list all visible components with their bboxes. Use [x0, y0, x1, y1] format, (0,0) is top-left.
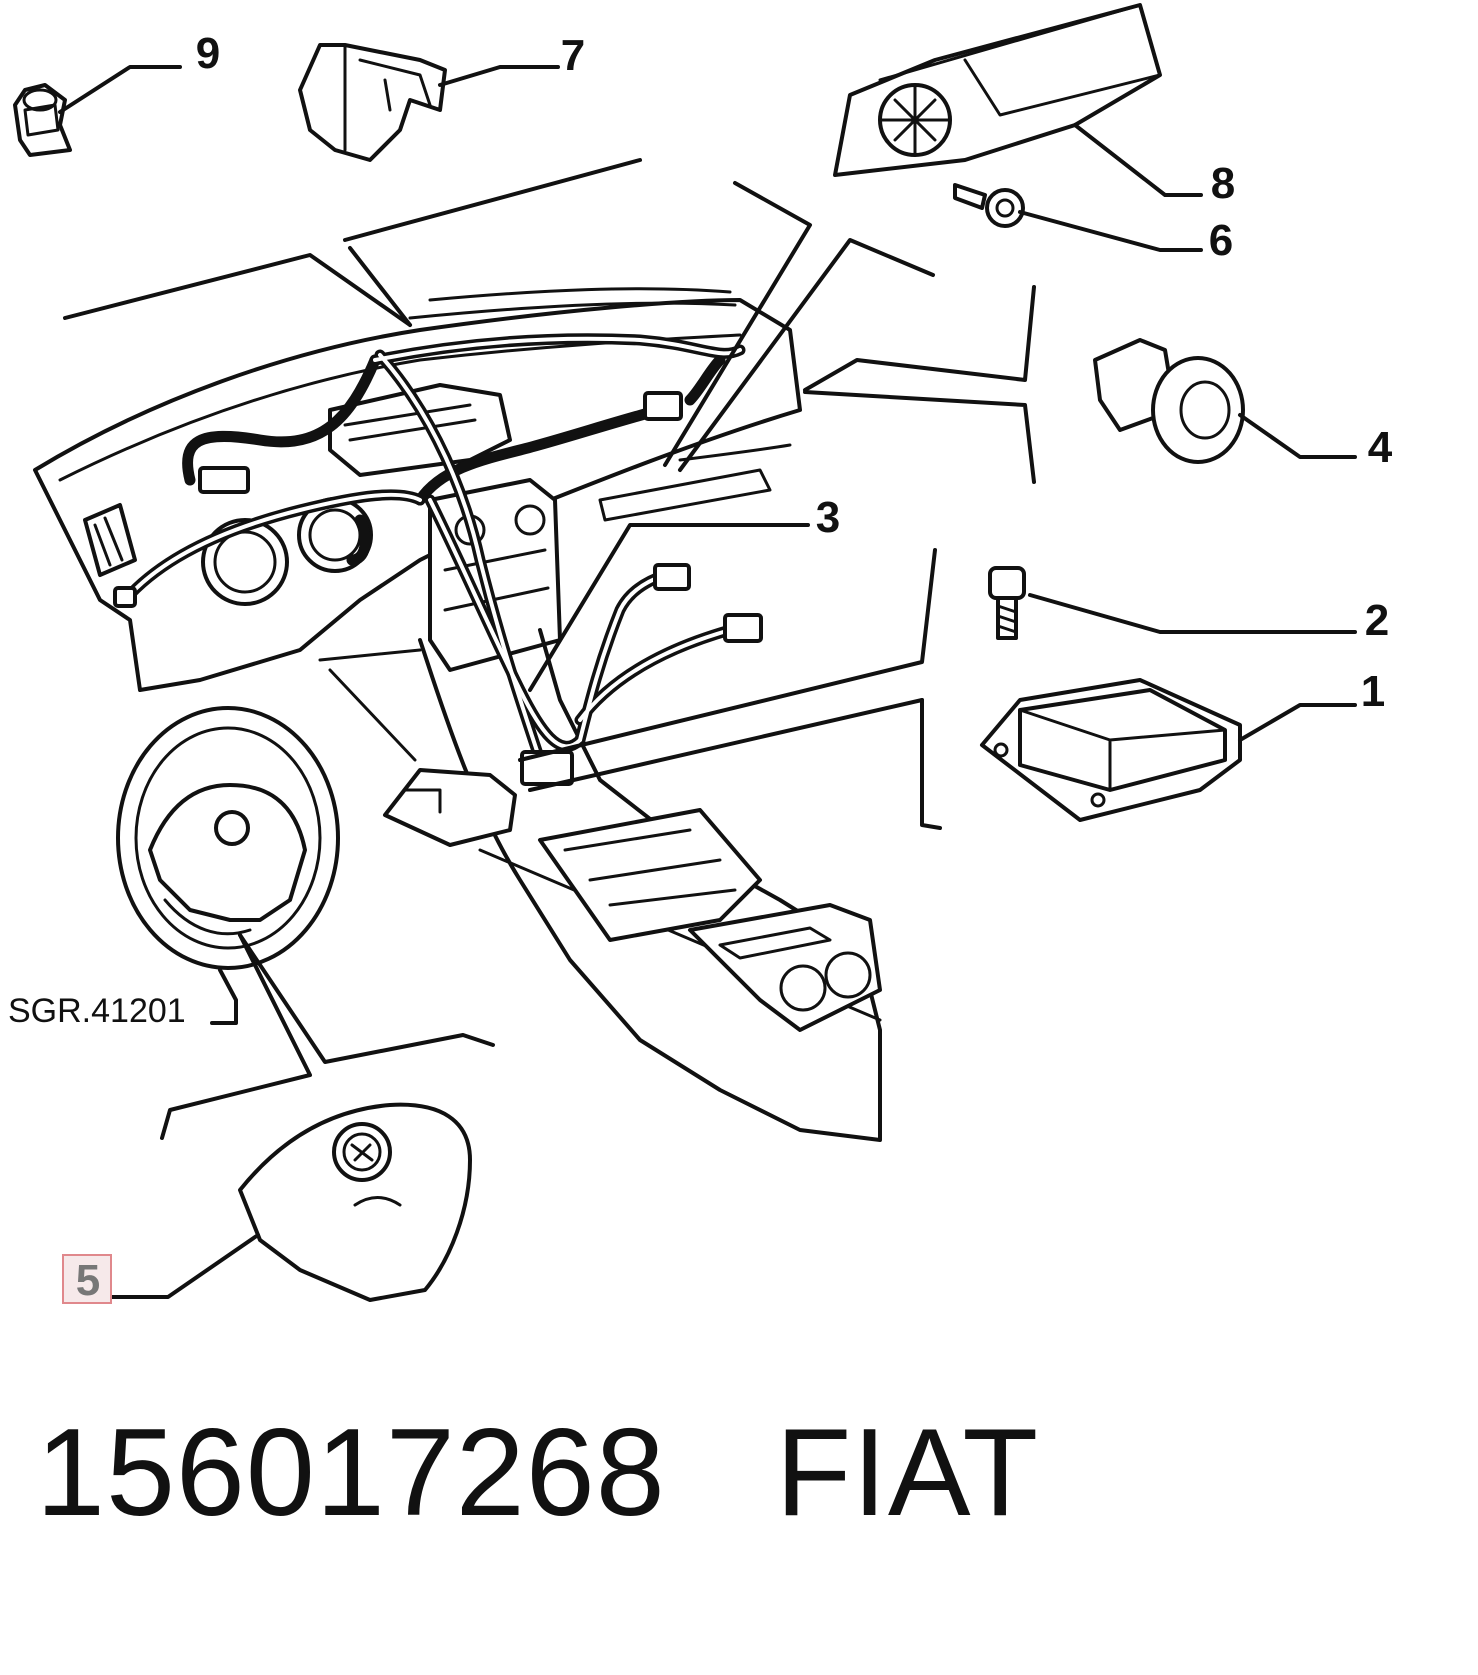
callout-5-highlight [62, 1254, 112, 1304]
callout-3: 3 [816, 493, 840, 542]
section-lines [63, 158, 1036, 1140]
callout-9: 9 [196, 29, 220, 78]
part-7-clamp-drawing [298, 43, 447, 162]
steering-wheel-drawing [116, 706, 340, 970]
leader-lines [58, 65, 1357, 1299]
callout-4: 4 [1368, 423, 1393, 472]
callout-2: 2 [1365, 596, 1389, 645]
part-2-bolt-drawing [988, 566, 1026, 640]
part-1-control-unit-drawing [980, 678, 1242, 822]
callout-6: 6 [1209, 216, 1233, 265]
steering-wheel-reference-label: SGR.41201 [8, 992, 186, 1030]
tunnel-module-drawing [383, 768, 517, 847]
callout-5: 5 [76, 1256, 100, 1305]
part-8-passenger-airbag-drawing [833, 3, 1162, 177]
callout-8: 8 [1211, 159, 1235, 208]
part-4-grommet-drawing [1093, 338, 1245, 464]
part-9-clip-drawing [13, 83, 72, 157]
callout-1: 1 [1361, 667, 1385, 716]
footer-caption: 156017268 FIAT [36, 1402, 1039, 1544]
brand-name: FIAT [775, 1404, 1040, 1542]
wiring-harness [113, 333, 763, 786]
callout-7: 7 [561, 31, 585, 80]
dashboard-drawing [33, 287, 882, 1142]
part-5-driver-airbag-drawing [238, 1102, 472, 1302]
part-number: 156017268 [36, 1404, 666, 1542]
part-6-screw-drawing [953, 183, 1025, 228]
